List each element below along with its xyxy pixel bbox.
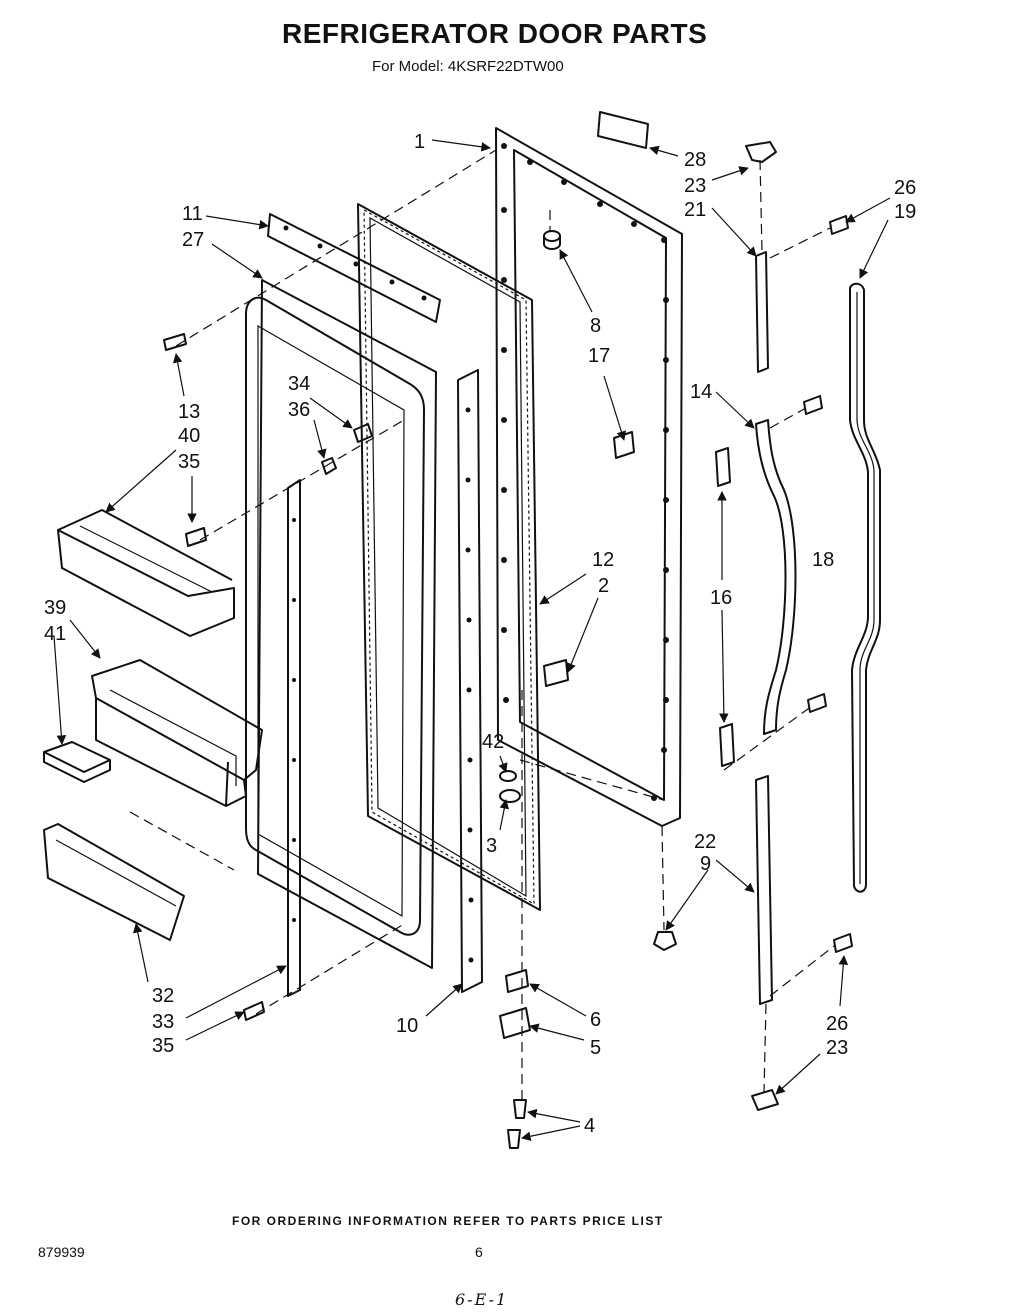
- callout-12: 12: [592, 549, 614, 571]
- callout-4: 4: [584, 1115, 595, 1137]
- inner-door-liner: [245, 279, 437, 969]
- callout-35-lower: 35: [152, 1035, 174, 1057]
- callout-39: 39: [44, 597, 66, 619]
- handwritten-mark: 6-E-1: [455, 1290, 509, 1309]
- callout-35-upper: 35: [178, 451, 200, 473]
- callout-22: 22: [694, 831, 716, 853]
- page-number: 6: [475, 1244, 483, 1260]
- callout-28: 28: [684, 149, 706, 171]
- door-stop: [613, 431, 635, 459]
- callout-27: 27: [182, 229, 204, 251]
- callout-40: 40: [178, 425, 200, 447]
- ordering-note: FOR ORDERING INFORMATION REFER TO PARTS …: [232, 1214, 664, 1228]
- callout-6: 6: [590, 1009, 601, 1031]
- callout-5: 5: [590, 1037, 601, 1059]
- dairy-door: [43, 741, 111, 783]
- model-subtitle: For Model: 4KSRF22DTW00: [372, 58, 564, 75]
- callout-18: 18: [812, 549, 834, 571]
- callout-13: 13: [178, 401, 200, 423]
- callout-8: 8: [590, 315, 601, 337]
- callout-3: 3: [486, 835, 497, 857]
- lower-handle-mount: [755, 775, 773, 1005]
- bottom-shelf-front: [43, 823, 185, 941]
- callout-32: 32: [152, 985, 174, 1007]
- dairy-compartment: [91, 659, 263, 807]
- lower-hinge: [499, 969, 531, 1039]
- handle-screw-top: [829, 215, 849, 235]
- callout-2: 2: [598, 575, 609, 597]
- callout-10: 10: [396, 1015, 418, 1037]
- handle-screws: [803, 395, 853, 953]
- callout-labels: 1 11 27 34 36 13 40 35 39 41 32 33 35 10…: [44, 131, 916, 1137]
- callout-42: 42: [482, 731, 504, 753]
- door-handle: [755, 419, 797, 735]
- callout-16: 16: [710, 587, 732, 609]
- door-gasket: [357, 203, 541, 911]
- handle-end-cap-bottom: [751, 1089, 779, 1111]
- callout-14: 14: [690, 381, 712, 403]
- hinge-screws: [507, 1099, 527, 1149]
- handle-trim-pads: [715, 447, 735, 767]
- hinge-pin-cover: [543, 659, 569, 687]
- assembly-lines: [129, 149, 835, 1100]
- callout-11: 11: [182, 203, 203, 225]
- callout-36: 36: [288, 399, 310, 421]
- callout-23-upper: 23: [684, 175, 706, 197]
- page-title: REFRIGERATOR DOOR PARTS: [282, 18, 708, 49]
- catalog-number: 879939: [38, 1244, 85, 1260]
- plug-button: [543, 230, 561, 250]
- callout-21: 21: [684, 199, 706, 221]
- callout-1: 1: [414, 131, 425, 153]
- callout-41: 41: [44, 623, 66, 645]
- hinge-nut: [653, 931, 677, 951]
- nameplate: [597, 111, 649, 149]
- hinge-bushing: [499, 770, 521, 803]
- upper-breaker-strip: [267, 213, 441, 323]
- handle-end-cap-top: [745, 141, 777, 163]
- callout-19: 19: [894, 201, 916, 223]
- callout-26-lower: 26: [826, 1013, 848, 1035]
- callout-33: 33: [152, 1011, 174, 1033]
- screws-left: [163, 333, 265, 1021]
- upper-handle-mount: [755, 251, 769, 373]
- callout-17: 17: [588, 345, 610, 367]
- door-shelf-bin: [57, 509, 235, 637]
- leader-arrows: [53, 139, 891, 1141]
- handle-trim-strip: [849, 282, 881, 893]
- shelf-clip: [321, 423, 373, 475]
- callout-9: 9: [700, 853, 711, 875]
- callout-26-upper: 26: [894, 177, 916, 199]
- side-breaker-strip: [457, 369, 483, 993]
- callout-23-lower: 23: [826, 1037, 848, 1059]
- callout-34: 34: [288, 373, 310, 395]
- door-shelf-rail: [287, 479, 301, 997]
